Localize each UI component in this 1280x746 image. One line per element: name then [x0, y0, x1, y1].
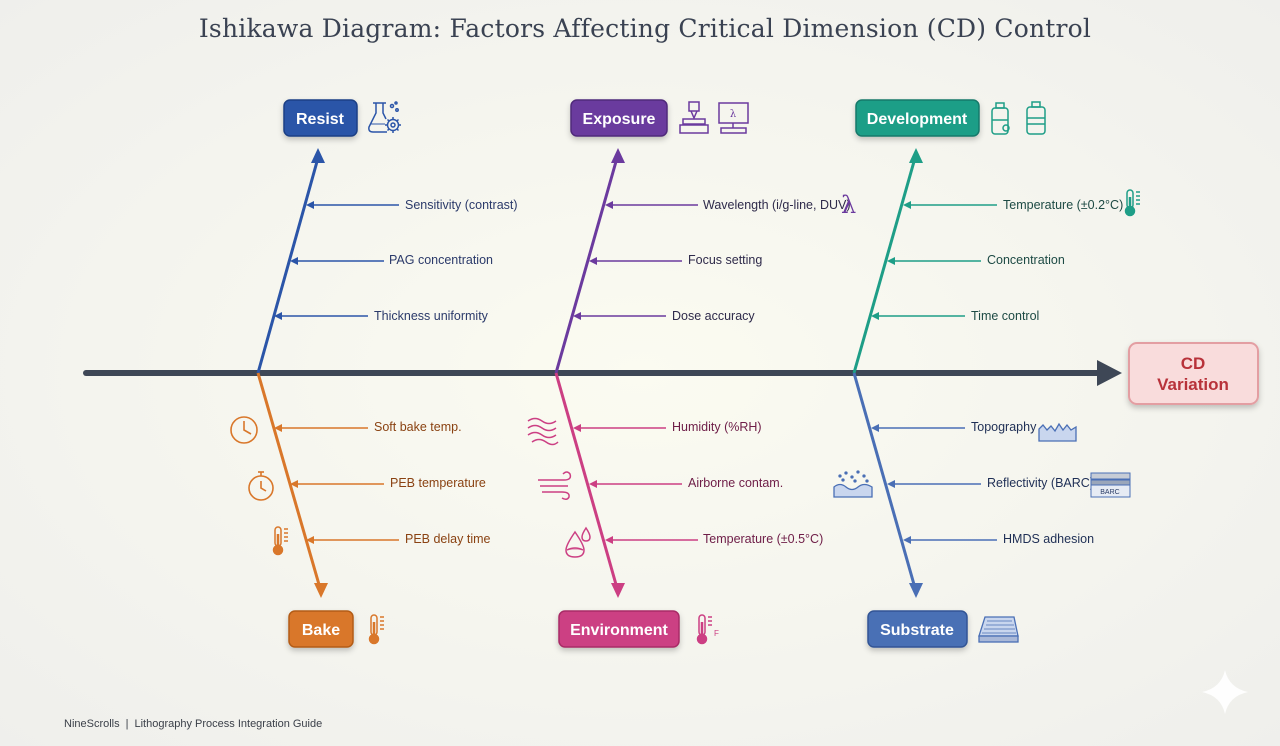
cause-bake-peb-temp: PEB temperature [390, 476, 486, 490]
fahrenheit-mark: F [714, 629, 719, 638]
effect-line-1: CD [1181, 354, 1206, 373]
svg-text:λ: λ [730, 109, 737, 120]
branch-resist: Sensitivity (contrast) PAG concentration… [256, 148, 518, 374]
category-label-substrate: Substrate [880, 622, 954, 639]
branch-exposure: Wavelength (i/g-line, DUV) Focus setting… [554, 148, 856, 374]
wind-icon [538, 471, 572, 501]
category-box-substrate: Substrate [867, 610, 968, 648]
footer: NineScrolls | Lithography Process Integrat… [64, 718, 322, 730]
developer-bottles-icon [991, 101, 1046, 135]
cause-resist-pag: PAG concentration [389, 253, 493, 267]
cause-substrate-hmds: HMDS adhesion [1003, 532, 1094, 546]
stepper-computer-icon: λ [679, 101, 749, 134]
sparkle-icon [1202, 670, 1248, 714]
thermometer-icon [696, 614, 712, 645]
branch-development: Temperature (±0.2°C) Concentration Time … [852, 148, 1123, 374]
cause-development-concentration: Concentration [987, 253, 1065, 267]
effect-line-2: Variation [1157, 375, 1229, 394]
thermometer-icon [368, 614, 384, 645]
cause-bake-peb-delay: PEB delay time [405, 532, 491, 546]
footer-guide: Lithography Process Integration Guide [134, 718, 323, 730]
footer-brand: NineScrolls [64, 718, 120, 730]
topography-icon [1038, 422, 1077, 442]
clock-icon [230, 416, 258, 444]
cause-substrate-reflectivity: Reflectivity (BARC) [987, 476, 1094, 490]
cause-resist-thickness: Thickness uniformity [374, 309, 489, 323]
cause-resist-sensitivity: Sensitivity (contrast) [405, 198, 518, 212]
category-box-exposure: Exposure [570, 99, 668, 137]
thermometer-icon [272, 526, 288, 556]
cause-substrate-topography: Topography [971, 420, 1037, 434]
footer-separator: | [125, 718, 129, 730]
spine-arrowhead [1097, 360, 1122, 386]
thermometer-icon [1124, 189, 1140, 217]
category-label-environment: Environment [570, 622, 668, 639]
cause-development-temperature: Temperature (±0.2°C) [1003, 198, 1123, 212]
cause-bake-softbake: Soft bake temp. [374, 420, 462, 434]
lambda-symbol: λ [841, 191, 856, 219]
cause-exposure-wavelength: Wavelength (i/g-line, DUV) [703, 198, 851, 212]
category-label-resist: Resist [296, 111, 345, 128]
branch-environment: Humidity (%RH) Airborne contam. Temperat… [554, 372, 823, 598]
category-box-resist: Resist [283, 99, 358, 137]
category-box-bake: Bake [288, 610, 354, 648]
barc-tag: BARC [1100, 489, 1119, 496]
effect-box: CD Variation [1128, 342, 1259, 405]
category-label-development: Development [867, 111, 968, 128]
cause-exposure-focus: Focus setting [688, 253, 762, 267]
cause-exposure-dose: Dose accuracy [672, 309, 755, 323]
category-box-development: Development [855, 99, 980, 137]
cause-environment-humidity: Humidity (%RH) [672, 420, 762, 434]
cause-environment-temperature: Temperature (±0.5°C) [703, 532, 823, 546]
category-box-environment: Environment [558, 610, 680, 648]
wafer-icon [978, 616, 1019, 643]
cause-environment-airborne: Airborne contam. [688, 476, 783, 490]
cause-development-time: Time control [971, 309, 1039, 323]
category-label-bake: Bake [302, 622, 340, 639]
stopwatch-icon [248, 471, 274, 501]
substrate-particles-icon [833, 470, 873, 498]
flask-gear-icon [368, 101, 401, 133]
branch-substrate: Topography Reflectivity (BARC) HMDS adhe… [852, 372, 1094, 598]
branch-bake: Soft bake temp. PEB temperature PEB dela… [256, 372, 491, 598]
category-label-exposure: Exposure [583, 111, 656, 128]
barc-layer-icon: BARC [1090, 472, 1131, 498]
water-drops-icon [565, 526, 591, 558]
humidity-waves-icon [527, 417, 559, 446]
page-title: Ishikawa Diagram: Factors Affecting Crit… [198, 14, 1092, 43]
